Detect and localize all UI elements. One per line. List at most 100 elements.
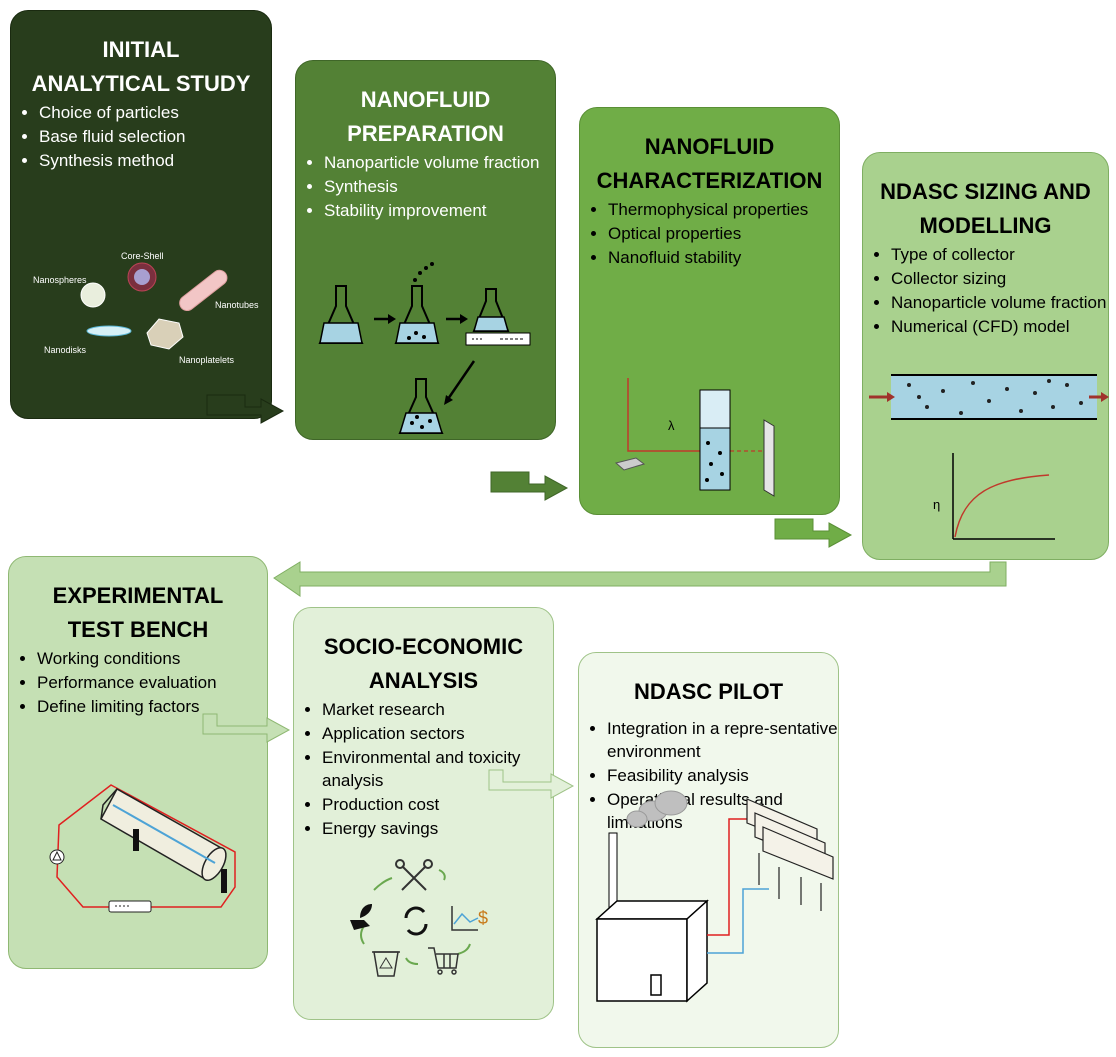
title-line: NANOFLUID [360, 87, 491, 112]
stage-title: NDASC PILOT [579, 653, 838, 709]
cycle-arrow-icon [438, 869, 446, 881]
flask-with-particles-icon [394, 262, 440, 344]
recycle-bin-icon [372, 951, 400, 977]
cycle-arrow-icon [457, 943, 471, 955]
cycle-arrow-icon [360, 925, 365, 945]
bullet: Choice of particles [39, 101, 271, 124]
efficiency-label: η [933, 497, 940, 512]
title-line: NANOFLUID [644, 134, 775, 159]
core-shell-label: Core-Shell [121, 251, 164, 261]
mirror-icon [614, 457, 646, 471]
nanoplatelets-label: Nanoplatelets [179, 355, 235, 365]
plant-in-hand-icon [350, 904, 372, 930]
flow-arrow-6-to-7 [488, 769, 575, 799]
nanoplatelet-icon [146, 318, 184, 350]
dollar-sign: $ [478, 908, 488, 928]
bullet: Integration in a repre-sentative environ… [607, 717, 838, 763]
support-leg-icon [133, 829, 139, 851]
cold-pipe-icon [707, 888, 769, 954]
heater-icon [108, 900, 152, 913]
bullet: Base fluid selection [39, 125, 271, 148]
cost-chart-icon: $ [451, 906, 488, 931]
nanodisk-icon [86, 325, 132, 337]
bullet: Synthesis method [39, 149, 271, 172]
bullet: Collector sizing [891, 267, 1108, 290]
test-bench-illustration [49, 784, 236, 913]
bullet: Define limiting factors [37, 695, 267, 718]
hot-pipe-icon [707, 818, 761, 936]
bullet: Application sectors [322, 722, 553, 745]
stage-bullets: Choice of particles Base fluid selection… [11, 101, 271, 172]
bullet: Market research [322, 698, 553, 721]
flask-icon [318, 285, 364, 344]
stage-socio-economic-analysis: SOCIO-ECONOMIC ANALYSIS Market research … [293, 607, 554, 1020]
bullet: Production cost [322, 793, 553, 816]
flow-arrow-5-to-6 [202, 713, 291, 743]
arrow-icon [446, 360, 476, 400]
title-line: SOCIO-ECONOMIC [323, 634, 524, 659]
stage-bullets: Nanoparticle volume fraction Synthesis S… [296, 151, 555, 222]
bullet: Thermophysical properties [608, 198, 839, 221]
detector-icon [763, 419, 775, 497]
flow-arrow-2-to-3 [490, 471, 569, 501]
bullet: Synthesis [324, 175, 555, 198]
refresh-icon [404, 906, 428, 936]
bullet: Environmental and toxicity analysis [322, 746, 553, 792]
bullet: Type of collector [891, 243, 1108, 266]
bullet: Feasibility analysis [607, 764, 838, 787]
bullet: Nanoparticle volume fraction [324, 151, 555, 174]
title-line: TEST BENCH [67, 617, 209, 642]
stage-bullets: Working conditions Performance evaluatio… [9, 647, 267, 718]
arrow-head-icon [444, 395, 453, 405]
title-line: INITIAL [102, 37, 180, 62]
core-shell-core-icon [134, 269, 150, 285]
solar-collector-array-icon [746, 798, 834, 911]
title-line: ANALYTICAL STUDY [31, 71, 251, 96]
arrow-head-icon [460, 314, 468, 324]
channel-icon [891, 375, 1097, 419]
support-leg-icon [221, 869, 227, 893]
title-line: CHARACTERIZATION [596, 168, 823, 193]
flow-arrow-1-to-2 [206, 394, 285, 424]
bullet: Working conditions [37, 647, 267, 670]
stage-bullets: Thermophysical properties Optical proper… [580, 198, 839, 269]
tools-icon [395, 859, 433, 891]
cycle-arrow-icon [405, 957, 419, 965]
flask-dispersed-icon [398, 378, 444, 434]
flow-arrow-4-to-5 [273, 561, 1007, 597]
laser-beam-icon [627, 378, 730, 452]
bullet: Performance evaluation [37, 671, 267, 694]
preparation-flasks-illustration [318, 262, 531, 434]
flow-arrow-3-to-4 [774, 518, 853, 548]
stage-bullets: Type of collector Collector sizing Nanop… [863, 243, 1108, 338]
collector-tube-icon [99, 787, 227, 881]
title-line: NDASC SIZING AND [880, 179, 1091, 204]
stage-initial-analytical-study: INITIAL ANALYTICAL STUDY Choice of parti… [10, 10, 272, 419]
factory-building-icon [595, 899, 709, 1003]
stage-bullets: Market research Application sectors Envi… [294, 698, 553, 840]
title-line: ANALYSIS [368, 668, 479, 693]
bullet: Stability improvement [324, 199, 555, 222]
stage-title: NANOFLUID PREPARATION [296, 61, 555, 151]
flask-on-stirrer-icon [465, 288, 531, 346]
title-line: NDASC PILOT [633, 679, 784, 704]
arrow-head-icon [388, 314, 396, 324]
stage-nanofluid-preparation: NANOFLUID PREPARATION Nanoparticle volum… [295, 60, 556, 440]
stage-title: EXPERIMENTAL TEST BENCH [9, 557, 267, 647]
nanotube-icon [179, 269, 228, 312]
stage-title: NANOFLUID CHARACTERIZATION [580, 108, 839, 198]
pilot-plant-illustration [595, 790, 834, 1003]
bullet: Nanofluid stability [608, 246, 839, 269]
cycle-arrow-icon [373, 877, 393, 891]
stage-ndasc-pilot: NDASC PILOT Integration in a repre-senta… [578, 652, 839, 1048]
title-line: MODELLING [919, 213, 1052, 238]
stage-experimental-test-bench: EXPERIMENTAL TEST BENCH Working conditio… [8, 556, 268, 969]
economic-cycle-illustration: $ [350, 859, 488, 977]
channel-model-illustration: η [869, 374, 1109, 540]
piping-loop-icon [56, 784, 236, 908]
bullet: Numerical (CFD) model [891, 315, 1108, 338]
stage-title: NDASC SIZING AND MODELLING [863, 153, 1108, 243]
nanodisks-label: Nanodisks [44, 345, 87, 355]
nanoparticle-types-illustration: Nanospheres Core-Shell Nanotubes Nanodis… [33, 251, 259, 365]
smoke-icon [626, 790, 688, 828]
